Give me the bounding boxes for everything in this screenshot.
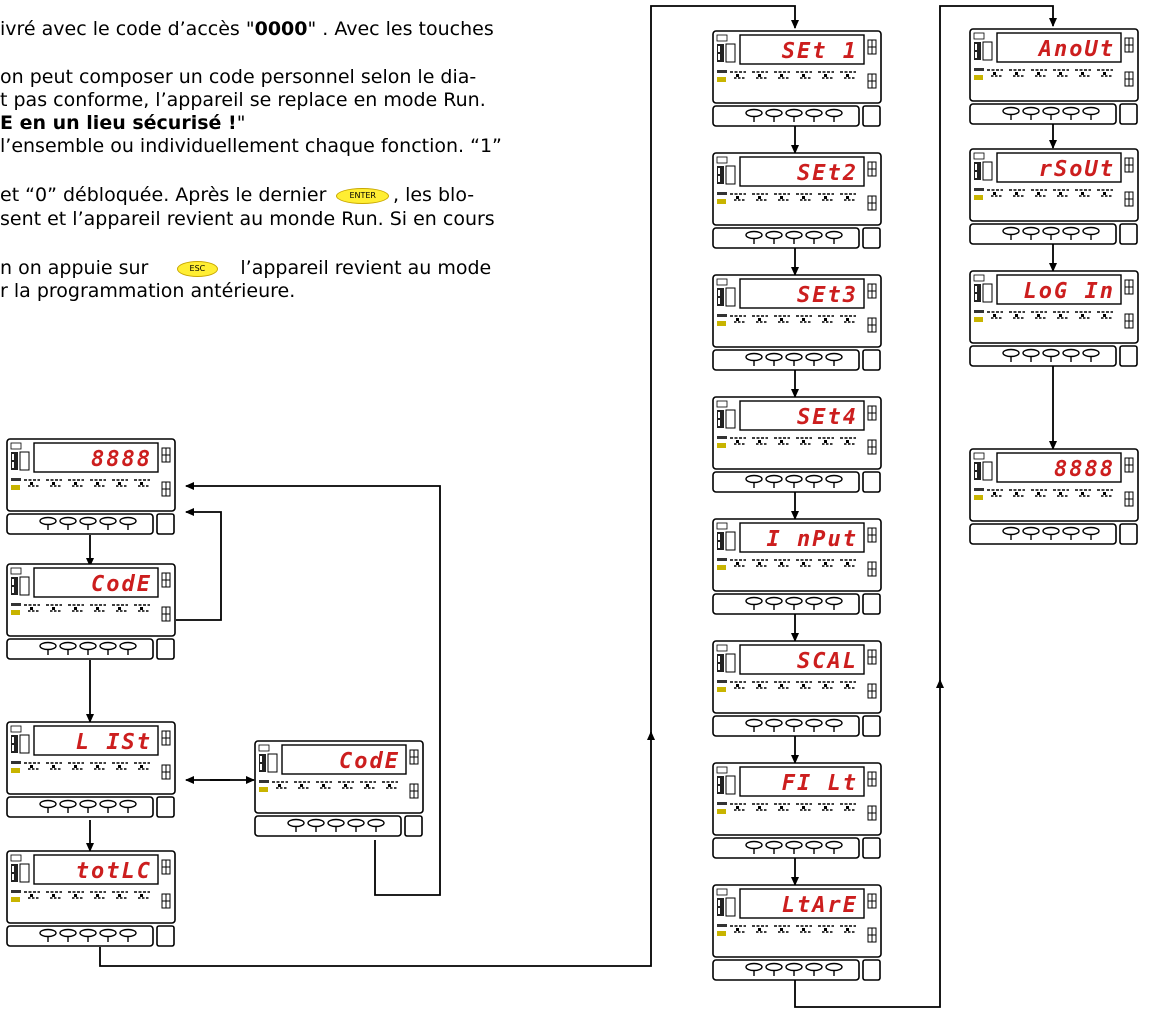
device-display-text: SEt 1: [782, 39, 858, 64]
arrow-totlc-to-set1: [99, 731, 655, 967]
device-display-text: L ISt: [76, 730, 152, 755]
text-line-1-prefix: ivré avec le code d’accès ": [0, 18, 255, 40]
arrow-code-entry-back-to-run: [185, 482, 441, 896]
text-line-7: sent et l’appareil revient au monde Run.…: [0, 208, 495, 230]
warning-quote: ": [236, 112, 246, 134]
device-display-text: CodE: [339, 749, 400, 774]
device-set1: SEt 1: [712, 30, 882, 128]
access-code: 0000: [254, 18, 308, 40]
device-panel-graphic: 8888: [6, 438, 176, 535]
device-panel-graphic: SEt 1: [712, 30, 882, 127]
arrow-into-set1: [650, 5, 799, 738]
device-display-text: 8888: [1054, 457, 1115, 482]
device-run-end: 8888: [969, 448, 1139, 546]
device-panel-graphic: CodE: [6, 563, 176, 660]
text-line-5: l’ensemble ou individuellement chaque fo…: [0, 135, 502, 157]
text-line-1: ivré avec le code d’accès "0000" . Avec …: [0, 17, 494, 41]
text-line-3: t pas conforme, l’appareil se replace en…: [0, 89, 486, 111]
text-line-2: on peut composer un code personnel selon…: [0, 66, 477, 88]
device-display-text: LtArE: [782, 893, 858, 918]
text-line-4: E en un lieu sécurisé !": [0, 111, 245, 135]
text-line-9: r la programmation antérieure.: [0, 280, 296, 302]
device-panel-graphic: LoG In: [969, 270, 1139, 367]
text-line-8-prefix: n on appuie sur: [0, 257, 149, 279]
device-display-text: CodE: [91, 572, 152, 597]
device-display-text: LoG In: [1024, 279, 1115, 304]
device-panel-graphic: 8888: [969, 448, 1139, 545]
device-input: I nPut: [712, 518, 882, 616]
device-code: CodE: [6, 563, 176, 661]
device-panel-graphic: AnoUt: [969, 28, 1139, 125]
device-panel-graphic: CodE: [254, 740, 424, 837]
device-set4: SEt4: [712, 396, 882, 494]
device-display-text: I nPut: [767, 527, 858, 552]
device-set2: SEt2: [712, 152, 882, 250]
text-line-6-suffix: , les blo-: [393, 184, 475, 206]
esc-key-icon: ESC: [176, 260, 219, 277]
text-line-6: et “0” débloquée. Après le dernier ENTER…: [0, 183, 474, 207]
device-anout: AnoUt: [969, 28, 1139, 126]
device-ltare: LtArE: [712, 884, 882, 982]
device-display-text: SCAL: [797, 649, 858, 674]
device-panel-graphic: totLC: [6, 850, 176, 947]
device-display-text: SEt3: [797, 283, 858, 308]
text-line-8: n on appuie sur ESC l’appareil revient a…: [0, 256, 491, 280]
device-display-text: AnoUt: [1037, 37, 1115, 62]
device-login: LoG In: [969, 270, 1139, 368]
enter-key-icon: ENTER: [336, 187, 389, 204]
device-panel-graphic: I nPut: [712, 518, 882, 615]
arrow-code-back-to-run: [176, 508, 222, 621]
device-panel-graphic: SEt2: [712, 152, 882, 249]
device-panel-graphic: rSoUt: [969, 148, 1139, 245]
device-panel-graphic: L ISt: [6, 721, 176, 818]
device-rsout: rSoUt: [969, 148, 1139, 246]
device-list: L ISt: [6, 721, 176, 819]
text-line-1-suffix: " . Avec les touches: [307, 18, 494, 40]
device-display-text: 8888: [91, 447, 152, 472]
text-line-6-prefix: et “0” débloquée. Après le dernier: [0, 184, 327, 206]
device-display-text: SEt2: [797, 161, 858, 186]
device-panel-graphic: LtArE: [712, 884, 882, 981]
device-scal: SCAL: [712, 640, 882, 738]
device-code-entry: CodE: [254, 740, 424, 838]
device-panel-graphic: SEt4: [712, 396, 882, 493]
device-panel-graphic: SEt3: [712, 274, 882, 371]
text-line-8-suffix: l’appareil revient au mode: [240, 257, 492, 279]
device-run-top: 8888: [6, 438, 176, 536]
device-display-text: rSoUt: [1039, 157, 1115, 182]
device-display-text: FI Lt: [782, 771, 858, 796]
arrow-ltare-to-anout: [794, 679, 944, 1008]
device-totlc: totLC: [6, 850, 176, 948]
arrow-into-anout: [939, 5, 1057, 686]
device-set3: SEt3: [712, 274, 882, 372]
device-panel-graphic: FI Lt: [712, 762, 882, 859]
device-display-text: totLC: [76, 859, 152, 884]
warning-text: E en un lieu sécurisé !: [0, 112, 237, 134]
device-filt: FI Lt: [712, 762, 882, 860]
device-panel-graphic: SCAL: [712, 640, 882, 737]
device-display-text: SEt4: [797, 405, 858, 430]
